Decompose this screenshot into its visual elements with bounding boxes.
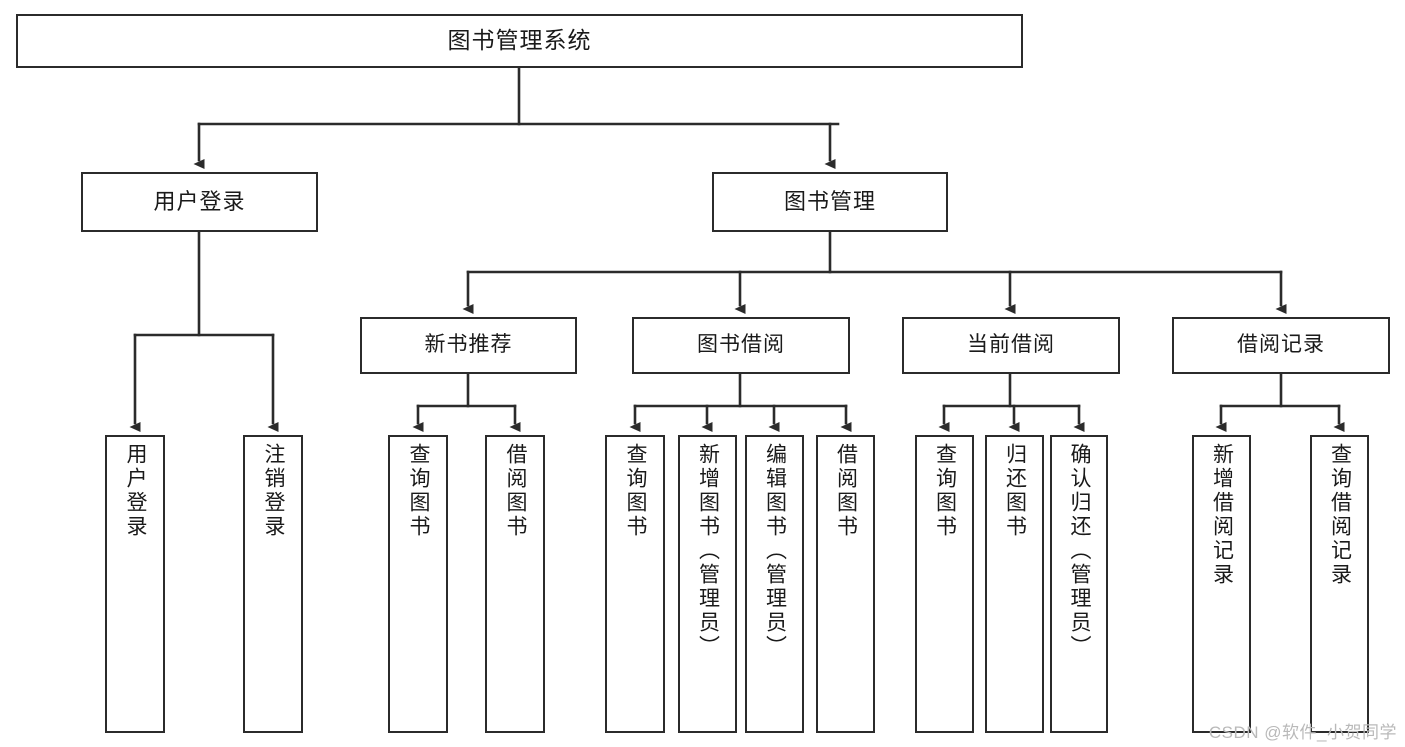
node-leaf-edit-book-label: 编辑图书（管理员） [763,443,787,659]
node-leaf-add-book-label: 新增图书（管理员） [696,443,720,659]
node-new-book-rec-label: 新书推荐 [424,333,513,357]
node-leaf-user-login[interactable]: 用户登录 [105,435,165,733]
node-leaf-add-record[interactable]: 新增借阅记录 [1192,435,1251,733]
node-leaf-add-record-label: 新增借阅记录 [1210,443,1234,587]
node-leaf-query-book-1-label: 查询图书 [407,443,431,539]
node-new-book-rec[interactable]: 新书推荐 [360,317,577,374]
node-root[interactable]: 图书管理系统 [16,14,1023,68]
node-leaf-query-record-label: 查询借阅记录 [1328,443,1352,587]
node-leaf-query-book-2-label: 查询图书 [624,443,648,539]
node-leaf-confirm-return-label: 确认归还（管理员） [1068,443,1092,659]
node-borrow-record[interactable]: 借阅记录 [1172,317,1390,374]
node-leaf-return-book[interactable]: 归还图书 [985,435,1044,733]
node-borrow-record-label: 借阅记录 [1237,333,1325,357]
node-leaf-logout[interactable]: 注销登录 [243,435,303,733]
node-leaf-borrow-book-2[interactable]: 借阅图书 [816,435,875,733]
node-user-login-label: 用户登录 [153,189,246,215]
node-book-borrow-label: 图书借阅 [697,333,785,357]
watermark: CSDN @软件_小贺同学 [1208,723,1397,742]
node-leaf-query-book-3[interactable]: 查询图书 [915,435,974,733]
node-leaf-query-book-3-label: 查询图书 [933,443,957,539]
node-leaf-query-book-2[interactable]: 查询图书 [605,435,665,733]
node-book-borrow[interactable]: 图书借阅 [632,317,850,374]
node-user-login[interactable]: 用户登录 [81,172,318,232]
node-book-manage[interactable]: 图书管理 [712,172,948,232]
node-root-label: 图书管理系统 [447,27,592,54]
node-leaf-borrow-book-2-label: 借阅图书 [834,443,858,539]
node-leaf-add-book[interactable]: 新增图书（管理员） [678,435,737,733]
node-current-borrow[interactable]: 当前借阅 [902,317,1120,374]
node-leaf-borrow-book-1[interactable]: 借阅图书 [485,435,545,733]
node-leaf-user-login-label: 用户登录 [124,443,148,539]
node-current-borrow-label: 当前借阅 [967,333,1055,357]
node-leaf-query-book-1[interactable]: 查询图书 [388,435,448,733]
node-leaf-borrow-book-1-label: 借阅图书 [504,443,528,539]
node-leaf-return-book-label: 归还图书 [1003,443,1027,539]
node-leaf-confirm-return[interactable]: 确认归还（管理员） [1050,435,1108,733]
node-book-manage-label: 图书管理 [783,189,876,215]
node-leaf-query-record[interactable]: 查询借阅记录 [1310,435,1369,733]
node-leaf-logout-label: 注销登录 [262,443,286,539]
node-leaf-edit-book[interactable]: 编辑图书（管理员） [745,435,804,733]
